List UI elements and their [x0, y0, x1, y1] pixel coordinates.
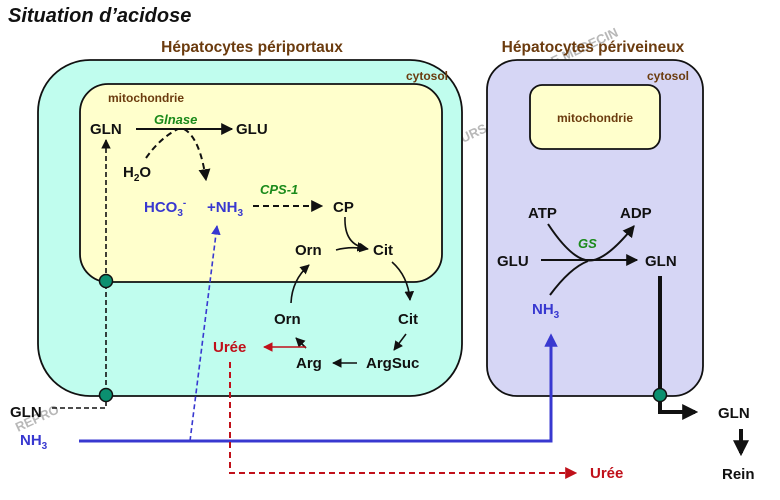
metabolite-cp: CP: [333, 199, 354, 216]
kidney-label: Rein: [722, 466, 755, 483]
mito-gln-transporter: [98, 273, 114, 289]
metabolite-gln-mito: GLN: [90, 121, 122, 138]
metabolite-arg: Arg: [296, 355, 322, 372]
metabolite-atp: ATP: [528, 205, 557, 222]
blood-nh3-label: NH3: [20, 432, 48, 452]
nh3-input-arrow: [549, 260, 589, 296]
metabolite-cit-mito: Cit: [373, 242, 393, 259]
periportal-mito-label: mitochondrie: [108, 91, 184, 105]
h2o-input-arrow: [145, 128, 179, 159]
metabolite-orn-mito: Orn: [295, 242, 322, 259]
metabolite-nh3-pv: NH3: [532, 301, 560, 321]
metabolite-uree-cyto: Urée: [213, 339, 246, 356]
metabolite-cit-cyto: Cit: [398, 311, 418, 328]
nh3-periportal-uptake-arrow: [189, 225, 221, 442]
orn-to-cit-arrow: [335, 242, 369, 253]
gln-export-arrow: [658, 276, 699, 420]
blood-gln-label: GLN: [10, 404, 42, 421]
diagram-title: Situation d’acidose: [8, 5, 191, 27]
metabolite-glu-pv: GLU: [497, 253, 529, 270]
atp-to-adp-arrow: [547, 223, 635, 262]
membrane-gln-transporter: [98, 387, 114, 403]
metabolite-nh3-mito: +NH3: [207, 199, 243, 219]
perivenous-title: Hépatocytes périveineux: [502, 39, 685, 56]
cit-transport-arrow: [391, 261, 415, 301]
periportal-cytosol-label: cytosol: [406, 69, 448, 83]
perivenous-gln-transporter: [652, 387, 668, 403]
metabolite-adp: ADP: [620, 205, 652, 222]
enzyme-glnase: Glnase: [154, 112, 197, 127]
enzyme-gs: GS: [578, 236, 597, 251]
enzyme-cps1: CPS-1: [260, 182, 298, 197]
urea-export-arrow: [229, 362, 578, 479]
metabolite-glu-mito: GLU: [236, 121, 268, 138]
metabolite-h2o: H2O: [123, 164, 151, 184]
cit-to-argsuc-arrow: [393, 333, 407, 351]
metabolite-argsuc: ArgSuc: [366, 355, 419, 372]
metabolite-gln-pv: GLN: [645, 253, 677, 270]
blood-uree-label: Urée: [590, 465, 623, 482]
metabolite-orn-cyto: Orn: [274, 311, 301, 328]
perivenous-mito-label: mitochondrie: [557, 111, 633, 125]
periportal-title: Hépatocytes périportaux: [161, 39, 343, 56]
blood-gln-out-label: GLN: [718, 405, 750, 422]
perivenous-mitochondria: [529, 84, 661, 150]
orn-transport-arrow: [290, 264, 310, 304]
nh3-release-arrow: [183, 128, 211, 182]
metabolite-hco3: HCO3-: [144, 198, 186, 219]
perivenous-cytosol-label: cytosol: [647, 69, 689, 83]
nh3-blood-flow-arrow: [79, 333, 558, 443]
